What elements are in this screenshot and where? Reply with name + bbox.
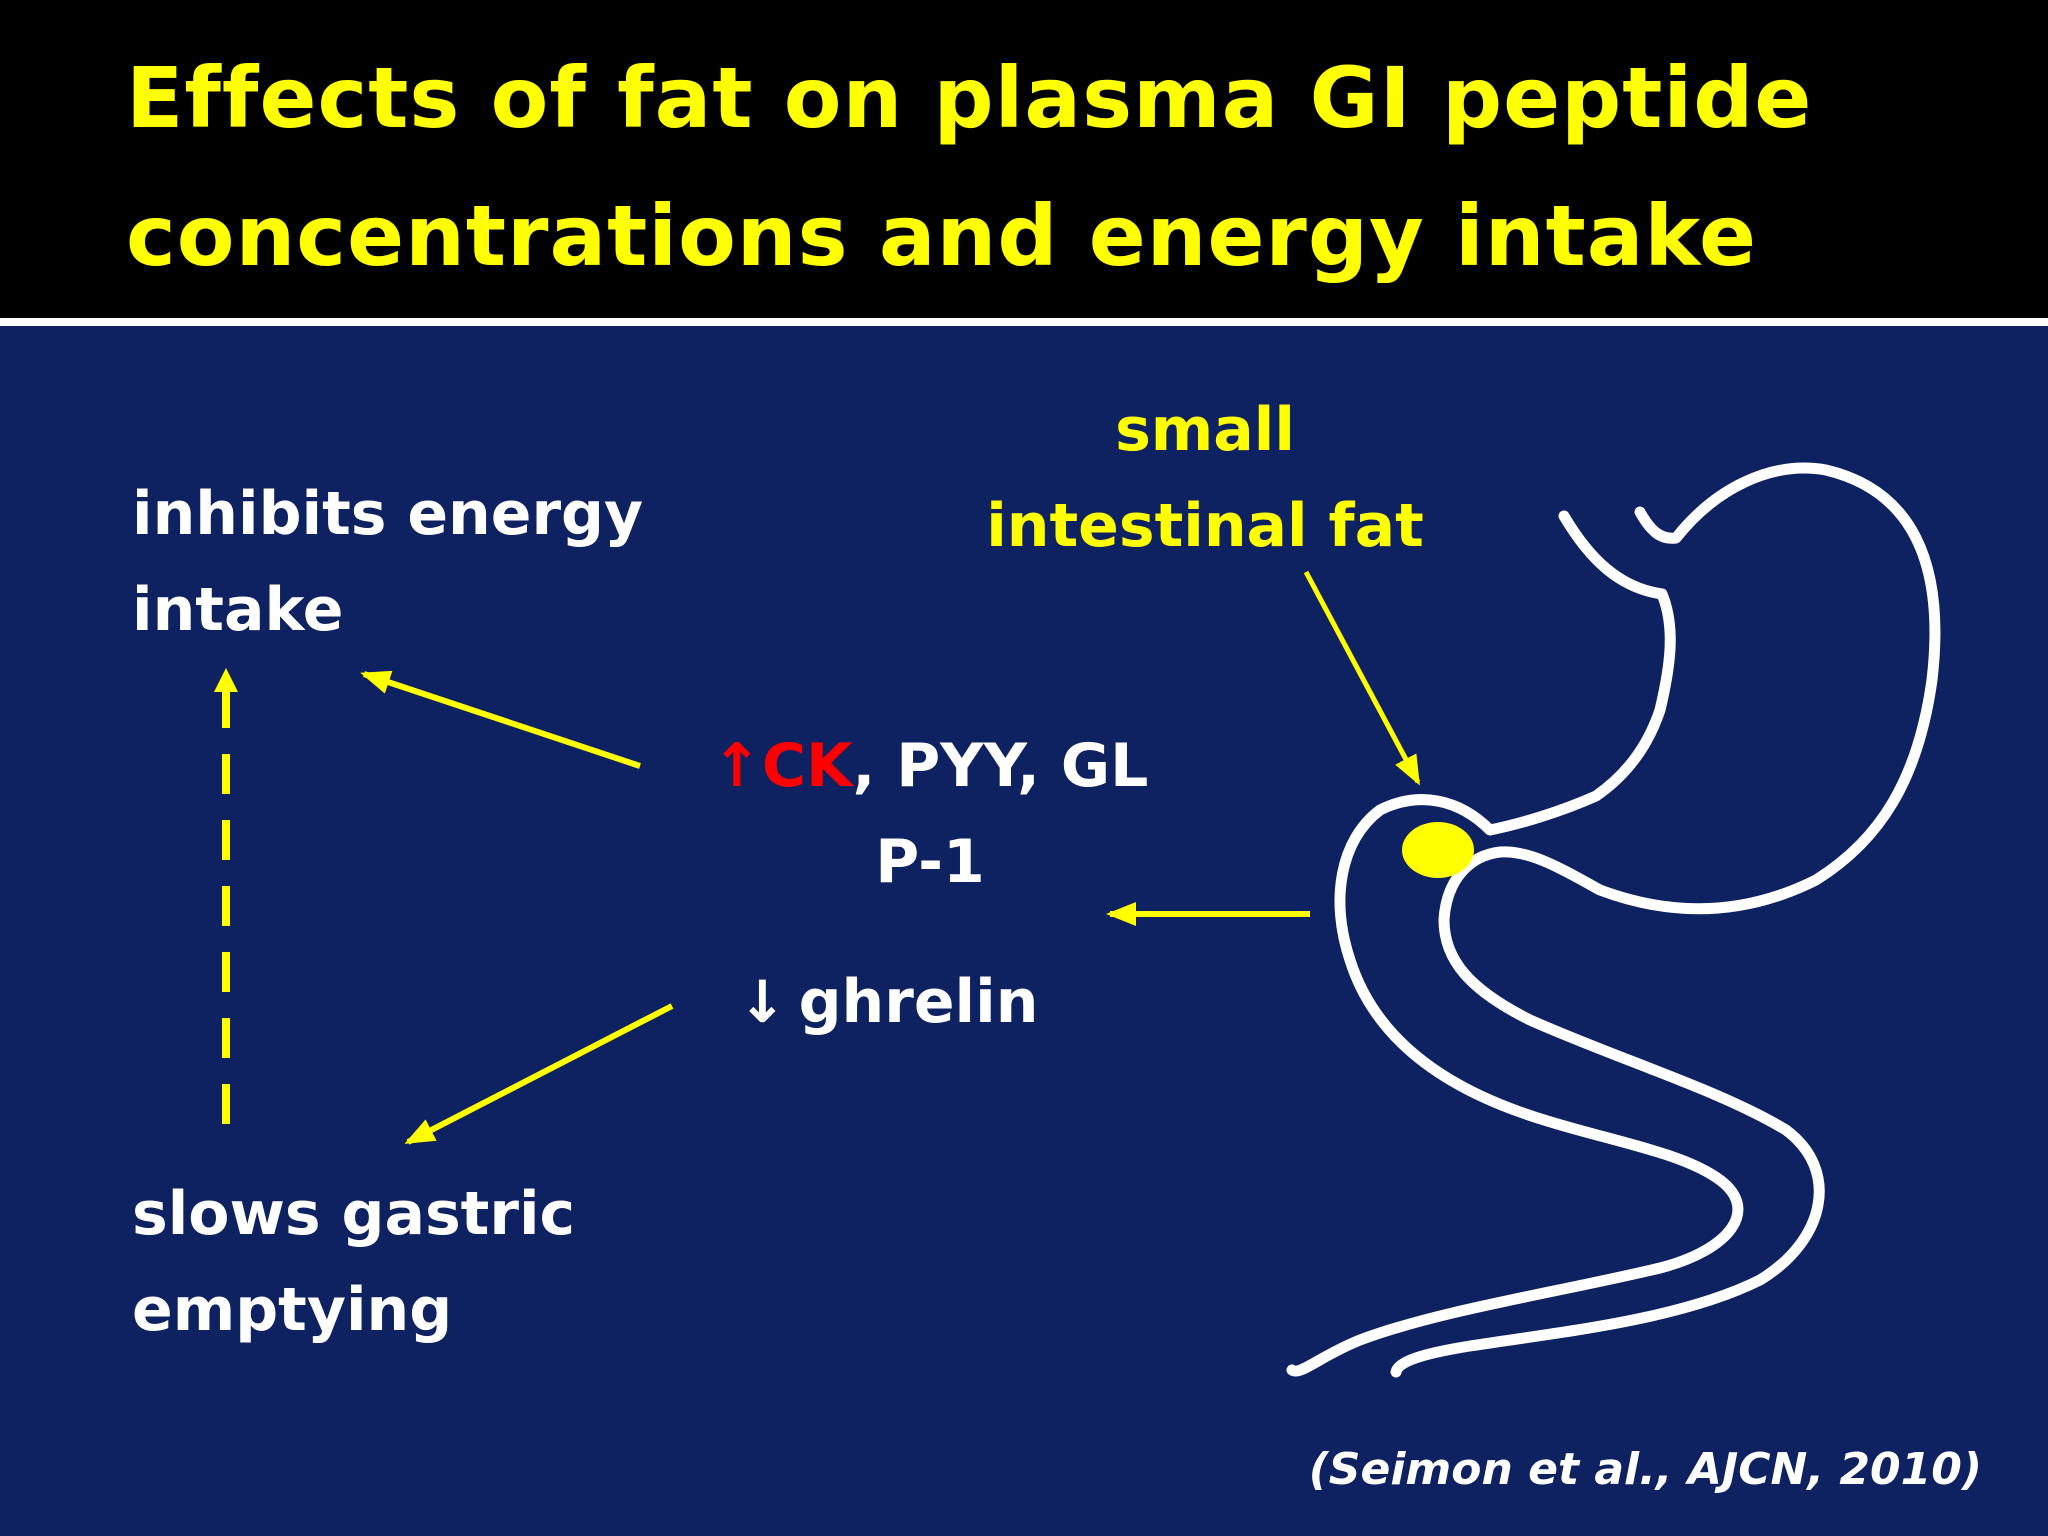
stomach-and-intestine-outline-icon — [1286, 462, 1941, 1378]
dashed-arrow-head — [214, 668, 238, 692]
citation: (Seimon et al., AJCN, 2010) — [1308, 1444, 1982, 1495]
fat-label-line-2: intestinal fat — [986, 491, 1424, 561]
peptides-label: ↑CK, PYY, GL P-1 — [680, 718, 1180, 910]
inhibits-label-line-1: inhibits energy — [132, 479, 644, 549]
fat-label: small intestinal fat — [960, 382, 1450, 574]
slows-label-line-1: slows gastric — [132, 1179, 576, 1249]
title-bar: Effects of fat on plasma GI peptide conc… — [0, 0, 2048, 318]
arrow-to-slows-emptying — [404, 1003, 674, 1145]
ghrelin-text: ghrelin — [798, 967, 1039, 1037]
slide-title-line-2: concentrations and energy intake — [126, 187, 1757, 285]
inhibits-label-line-2: intake — [132, 575, 344, 645]
peptides-line-2: P-1 — [875, 827, 985, 897]
peptides-line-1: ↑CK, PYY, GL — [680, 718, 1180, 814]
pyy-glp-label: , PYY, GL — [852, 731, 1149, 801]
arrow-to-fat-droplet — [1303, 570, 1421, 786]
arrow-to-inhibits-intake — [360, 670, 641, 769]
slows-label-line-2: emptying — [132, 1275, 453, 1345]
cck-label: ↑CK — [711, 731, 853, 801]
down-arrow-icon: ↓ — [738, 968, 787, 1036]
slide-title-line-1: Effects of fat on plasma GI peptide — [126, 49, 1813, 147]
fat-droplet-icon — [1402, 822, 1474, 878]
ghrelin-label: ↓ghrelin — [738, 954, 1038, 1050]
title-divider — [0, 318, 2048, 326]
fat-label-line-1: small — [1115, 395, 1295, 465]
